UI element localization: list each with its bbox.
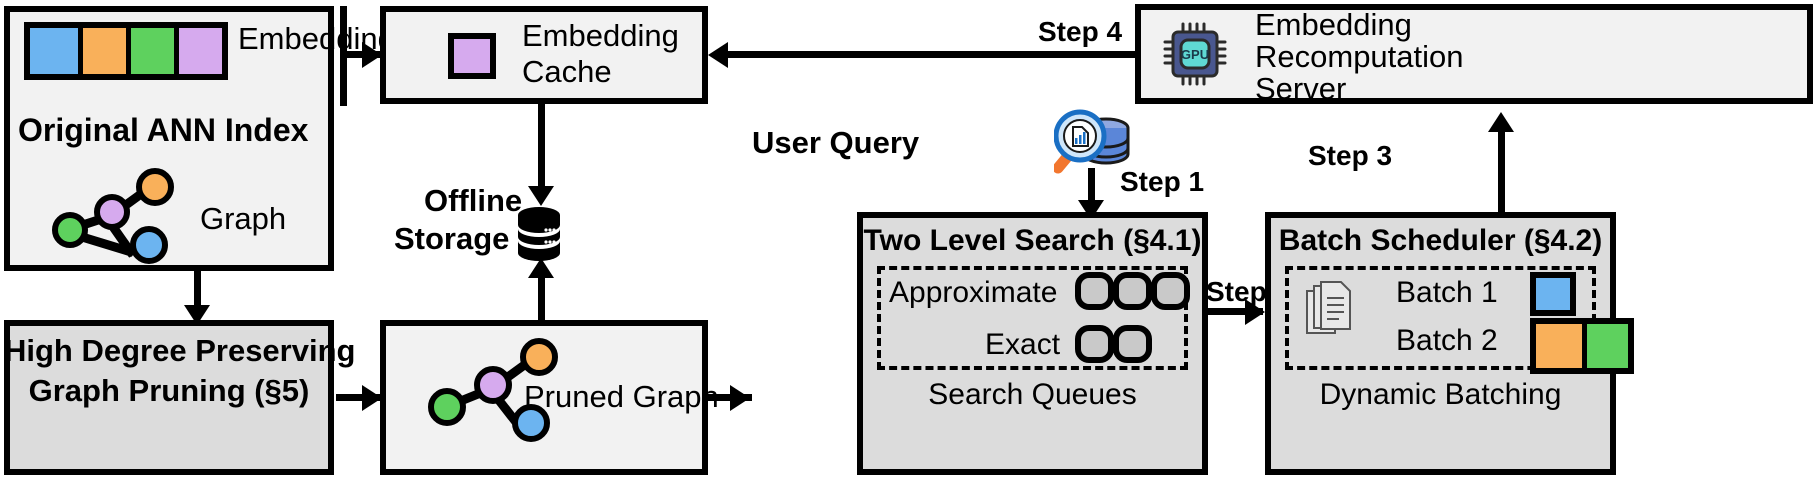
embedding-swatch-row bbox=[24, 22, 228, 80]
arrow-pruning-to-pruned-line bbox=[336, 394, 380, 401]
documents-icon bbox=[1303, 281, 1355, 343]
graph-node-green bbox=[428, 388, 466, 426]
graph-node-orange bbox=[136, 168, 174, 206]
arrow-pruned-to-storage-head bbox=[528, 258, 554, 278]
graph-node-purple bbox=[94, 194, 130, 230]
arrow-step4-line bbox=[714, 51, 1138, 58]
graph-node-blue bbox=[130, 226, 168, 264]
graph-label: Graph bbox=[200, 201, 287, 236]
graph-node-green bbox=[52, 212, 88, 248]
exact-slot[interactable] bbox=[1113, 325, 1152, 363]
pruned-graph-widget bbox=[420, 336, 560, 442]
embedding-swatch-purple bbox=[174, 28, 222, 74]
batch-2-swatch-row bbox=[1530, 318, 1634, 374]
offline-storage-label-line1: Offline bbox=[424, 183, 523, 218]
batch-1-label: Batch 1 bbox=[1396, 276, 1498, 309]
step4-label: Step 4 bbox=[1038, 16, 1123, 47]
pruned-graph-label: Pruned Graph bbox=[524, 379, 719, 414]
recomputation-server-line3: Server bbox=[1255, 71, 1347, 106]
exact-slot[interactable] bbox=[1075, 325, 1114, 363]
arrow-step2-line bbox=[1208, 308, 1263, 315]
arrow-pruned-to-storage-line bbox=[538, 272, 545, 322]
two-level-search-title: Two Level Search (§4.1) bbox=[863, 224, 1202, 257]
graph-pruning-label-line2: Graph Pruning (§5) bbox=[28, 373, 310, 408]
arrow-step3-head bbox=[1488, 112, 1514, 132]
graph-node-orange bbox=[520, 338, 558, 376]
recomputation-server-box bbox=[1135, 4, 1813, 104]
batch-2-label: Batch 2 bbox=[1396, 324, 1498, 357]
offline-storage-label-line2: Storage bbox=[394, 221, 510, 256]
step3-label: Step 3 bbox=[1308, 140, 1393, 171]
embedding-cache-swatch bbox=[448, 33, 496, 79]
embedding-cache-label-line2: Cache bbox=[522, 54, 612, 89]
batch-2-swatch-orange bbox=[1536, 324, 1582, 368]
embedding-cache-label-line1: Embedding bbox=[522, 18, 679, 53]
arrow-step2-head bbox=[1245, 299, 1265, 325]
batch-1-swatch-blue bbox=[1530, 272, 1576, 316]
query-search-database-icon bbox=[1052, 102, 1136, 174]
graph-node-blue bbox=[512, 404, 550, 442]
arrow-step4-head bbox=[708, 42, 728, 68]
exact-row-label: Exact bbox=[985, 328, 1061, 361]
original-ann-index-label: Original ANN Index bbox=[18, 112, 309, 148]
arrow-index-to-cache-line bbox=[340, 51, 382, 58]
step1-label: Step 1 bbox=[1120, 166, 1205, 197]
embedding-swatch-orange bbox=[78, 28, 126, 74]
arrow-step3-line bbox=[1498, 126, 1505, 212]
search-queues-region bbox=[877, 266, 1188, 370]
arrow-cache-to-storage-line bbox=[538, 104, 545, 194]
approximate-slot[interactable] bbox=[1113, 272, 1152, 310]
database-icon bbox=[516, 206, 562, 267]
recomputation-server-line2: Recomputation bbox=[1255, 39, 1464, 74]
approximate-slot[interactable] bbox=[1151, 272, 1190, 310]
user-query-label: User Query bbox=[752, 125, 920, 160]
batch-scheduler-title: Batch Scheduler (§4.2) bbox=[1278, 224, 1603, 257]
arrow-pruning-to-pruned-head bbox=[362, 385, 382, 411]
arrow-index-to-pruning-line bbox=[194, 271, 201, 313]
recomputation-server-line1: Embedding bbox=[1255, 7, 1412, 42]
gpu-icon-text: GPU bbox=[1181, 47, 1209, 62]
dynamic-batching-caption: Dynamic Batching bbox=[1319, 378, 1562, 411]
arrow-cache-to-storage-head bbox=[528, 186, 554, 206]
original-graph-widget bbox=[40, 168, 180, 264]
arrow-index-to-cache-head bbox=[362, 42, 382, 68]
gpu-chip-icon: GPU bbox=[1163, 22, 1227, 86]
arrow-step1-line bbox=[1088, 168, 1095, 208]
embedding-swatch-blue bbox=[30, 28, 78, 74]
arrow-pruned-to-search-head bbox=[730, 385, 750, 411]
graph-node-purple bbox=[474, 366, 512, 404]
approximate-slot[interactable] bbox=[1075, 272, 1114, 310]
graph-pruning-label-line1: High Degree Preserving bbox=[4, 333, 356, 368]
embedding-swatch-green bbox=[126, 28, 174, 74]
batch-2-swatch-green bbox=[1582, 324, 1628, 368]
search-queues-caption: Search Queues bbox=[928, 378, 1137, 411]
approximate-row-label: Approximate bbox=[889, 276, 1058, 309]
graph-pruning-box bbox=[4, 320, 334, 475]
embedding-cache-box bbox=[380, 6, 708, 104]
